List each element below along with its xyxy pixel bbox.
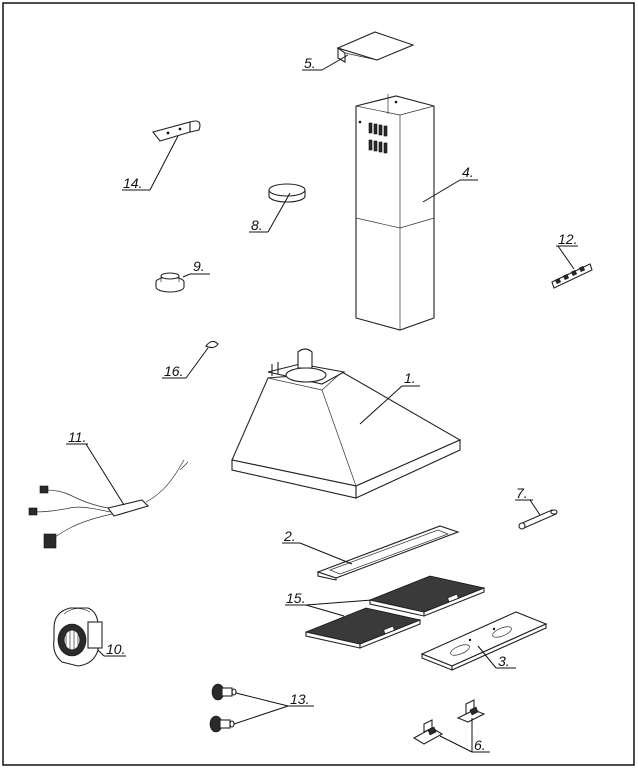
leader-15b [305,604,345,617]
part-8-carbon-filter [268,183,306,203]
leader-13b [233,705,289,725]
part-16-screw [205,340,219,349]
label-3: 3. [498,653,510,669]
leader-1 [359,385,403,425]
label-12: 12. [558,231,577,247]
part-2-frame [316,525,460,581]
label-6: 6. [474,737,486,753]
label-13: 13. [290,691,309,707]
label-14: 14. [123,175,142,191]
label-15: 15. [286,590,305,606]
leader-5 [321,54,349,71]
label-7: 7. [516,485,528,501]
leader-13a [235,692,289,707]
label-4: 4. [462,164,474,180]
part-5-top-cover [336,31,415,63]
leader-11 [85,443,125,506]
part-12-switch-panel [551,263,593,289]
label-16: 16. [164,363,183,379]
part-1-hood-body [231,348,462,499]
label-11: 11. [68,429,86,445]
leader-14 [149,135,179,191]
part-13-bulbs [209,683,237,733]
leader-15a [305,599,373,606]
label-1: 1. [404,370,416,386]
label-5: 5. [304,55,316,71]
leader-6a [439,735,473,753]
leader-7 [529,499,541,516]
leader-16 [185,347,209,379]
label-2: 2. [283,528,296,544]
part-10-blower-motor [53,607,103,667]
part-11-wiring-harness [28,459,189,549]
leader-2 [299,542,353,565]
part-9-collar [155,272,185,293]
part-7-light [518,509,558,530]
label-9: 9. [193,258,205,274]
leader-8 [267,192,291,233]
leader-10 [97,649,105,657]
leader-4 [422,179,461,203]
part-4-chimney [355,94,435,331]
part-15-grease-filters [304,575,486,649]
part-6-brackets [412,699,486,745]
leader-3 [477,645,497,669]
part-3-bottom-plate [420,611,548,671]
label-10: 10. [106,641,125,657]
leader-12 [557,245,575,270]
leader-9 [182,273,191,278]
label-8: 8. [251,217,263,233]
part-14-bracket [152,120,201,142]
